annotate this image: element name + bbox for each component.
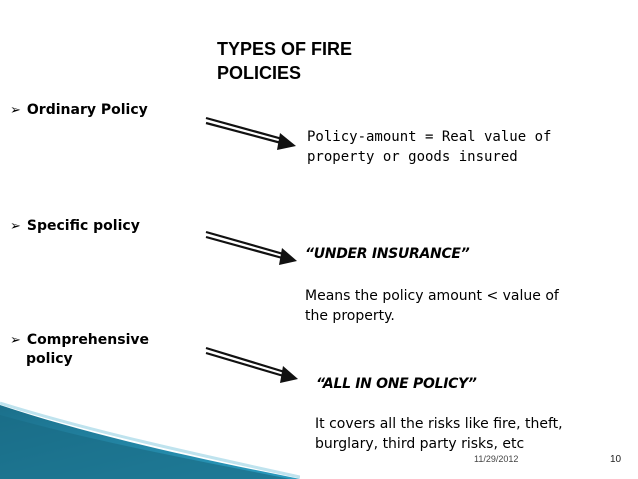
bullet-label: Specific policy	[26, 218, 140, 234]
comprehensive-policy-description: It covers all the risks like fire, theft…	[315, 414, 563, 454]
slide-title: TYPES OF FIRE POLICIES	[217, 37, 437, 85]
bullet-arrow-icon: ➢	[10, 219, 21, 234]
specific-policy-description: Means the policy amount < value of the p…	[305, 286, 559, 326]
bullet-label-line-1: Comprehensive	[26, 332, 149, 348]
slide-date: 11/29/2012	[474, 454, 519, 464]
comprehensive-desc-line-2: burglary, third party risks, etc	[315, 436, 525, 452]
specific-desc-line-2: the property.	[305, 308, 395, 324]
all-in-one-policy-heading: “ALL IN ONE POLICY”	[316, 376, 477, 392]
slide-title-line-2: POLICIES	[217, 63, 302, 83]
decorative-swoosh	[0, 401, 300, 479]
comprehensive-desc-line-1: It covers all the risks like fire, theft…	[315, 416, 563, 432]
bullet-arrow-icon: ➢	[10, 103, 21, 118]
bullet-label-line-2: policy	[26, 351, 73, 367]
under-insurance-heading: “UNDER INSURANCE”	[305, 246, 470, 262]
slide-title-line-1: TYPES OF FIRE	[217, 39, 353, 59]
bullet-comprehensive-policy: ➢ Comprehensive policy	[10, 331, 149, 369]
ordinary-desc-line-1: Policy-amount = Real value of	[307, 129, 552, 145]
slide-page-number: 10	[610, 454, 622, 465]
bullet-label: Ordinary Policy	[26, 102, 148, 118]
bullet-arrow-icon: ➢	[10, 333, 21, 348]
ordinary-desc-line-2: property or goods insured	[307, 149, 518, 165]
bullet-ordinary-policy: ➢ Ordinary Policy	[10, 101, 148, 120]
specific-desc-line-1: Means the policy amount < value of	[305, 288, 559, 304]
ordinary-policy-description: Policy-amount = Real value of property o…	[307, 127, 551, 167]
bullet-specific-policy: ➢ Specific policy	[10, 217, 140, 236]
